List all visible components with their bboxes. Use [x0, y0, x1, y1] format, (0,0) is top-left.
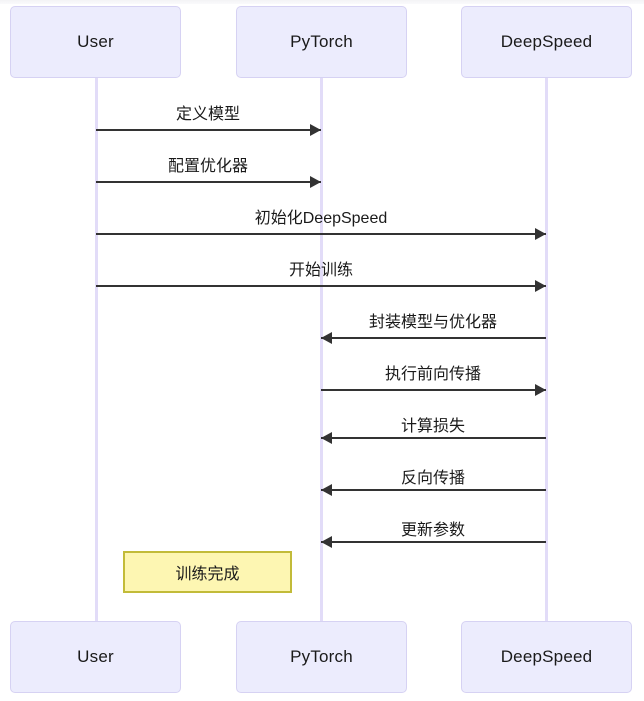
- note-label: 训练完成: [175, 566, 240, 583]
- top-edge-strip: [0, 0, 644, 4]
- message-arrowhead-6: [535, 384, 546, 396]
- message-label-6: 执行前向传播: [384, 366, 482, 383]
- message-arrowhead-9: [321, 536, 332, 548]
- message-line-9: [321, 541, 546, 543]
- actor-deepspeed-header[interactable]: DeepSpeed: [461, 6, 632, 78]
- actor-label-deepspeed: DeepSpeed: [500, 647, 593, 666]
- message-label-9: 更新参数: [400, 522, 466, 539]
- message-label-1: 定义模型: [175, 106, 241, 123]
- message-arrowhead-3: [535, 228, 546, 240]
- message-line-4: [96, 285, 546, 287]
- actor-label-pytorch: PyTorch: [290, 647, 353, 666]
- message-line-2: [96, 181, 321, 183]
- message-label-8: 反向传播: [400, 470, 466, 487]
- message-line-7: [321, 437, 546, 439]
- message-arrowhead-5: [321, 332, 332, 344]
- message-line-3: [96, 233, 546, 235]
- actor-label-user: User: [77, 32, 114, 51]
- actor-label-deepspeed: DeepSpeed: [500, 32, 593, 51]
- actor-pytorch-footer[interactable]: PyTorch: [236, 621, 407, 693]
- message-arrowhead-7: [321, 432, 332, 444]
- note-box[interactable]: 训练完成: [123, 551, 292, 593]
- message-line-1: [96, 129, 321, 131]
- message-arrowhead-8: [321, 484, 332, 496]
- lifeline-deepspeed: [545, 78, 548, 621]
- actor-label-pytorch: PyTorch: [290, 32, 353, 51]
- actor-deepspeed-footer[interactable]: DeepSpeed: [461, 621, 632, 693]
- lifeline-pytorch: [320, 78, 323, 621]
- message-label-7: 计算损失: [400, 418, 466, 435]
- message-line-6: [321, 389, 546, 391]
- message-arrowhead-1: [310, 124, 321, 136]
- actor-pytorch-header[interactable]: PyTorch: [236, 6, 407, 78]
- actor-label-user: User: [77, 647, 114, 666]
- message-label-5: 封装模型与优化器: [368, 314, 498, 331]
- message-arrowhead-2: [310, 176, 321, 188]
- lifeline-user: [95, 78, 98, 621]
- message-label-2: 配置优化器: [167, 158, 249, 175]
- message-line-5: [321, 337, 546, 339]
- message-arrowhead-4: [535, 280, 546, 292]
- message-label-4: 开始训练: [288, 262, 354, 279]
- message-line-8: [321, 489, 546, 491]
- actor-user-footer[interactable]: User: [10, 621, 181, 693]
- message-label-3: 初始化DeepSpeed: [254, 210, 388, 227]
- actor-user-header[interactable]: User: [10, 6, 181, 78]
